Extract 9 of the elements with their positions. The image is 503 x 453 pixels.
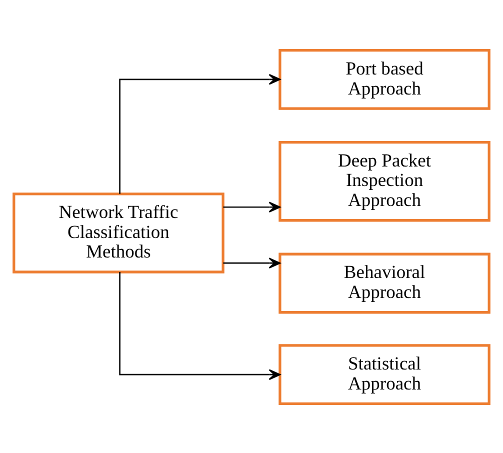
node-box: Behavioral Approach	[278, 252, 490, 314]
arrow	[223, 201, 281, 212]
node-box: Deep Packet Inspection Approach	[278, 140, 490, 222]
arrow	[223, 257, 281, 268]
node-box: Statistical Approach	[278, 344, 490, 405]
node-box: Network Traffic Classification Methods	[12, 192, 224, 273]
arrow	[119, 73, 281, 194]
node-box: Port based Approach	[278, 48, 490, 110]
arrow	[119, 272, 281, 380]
